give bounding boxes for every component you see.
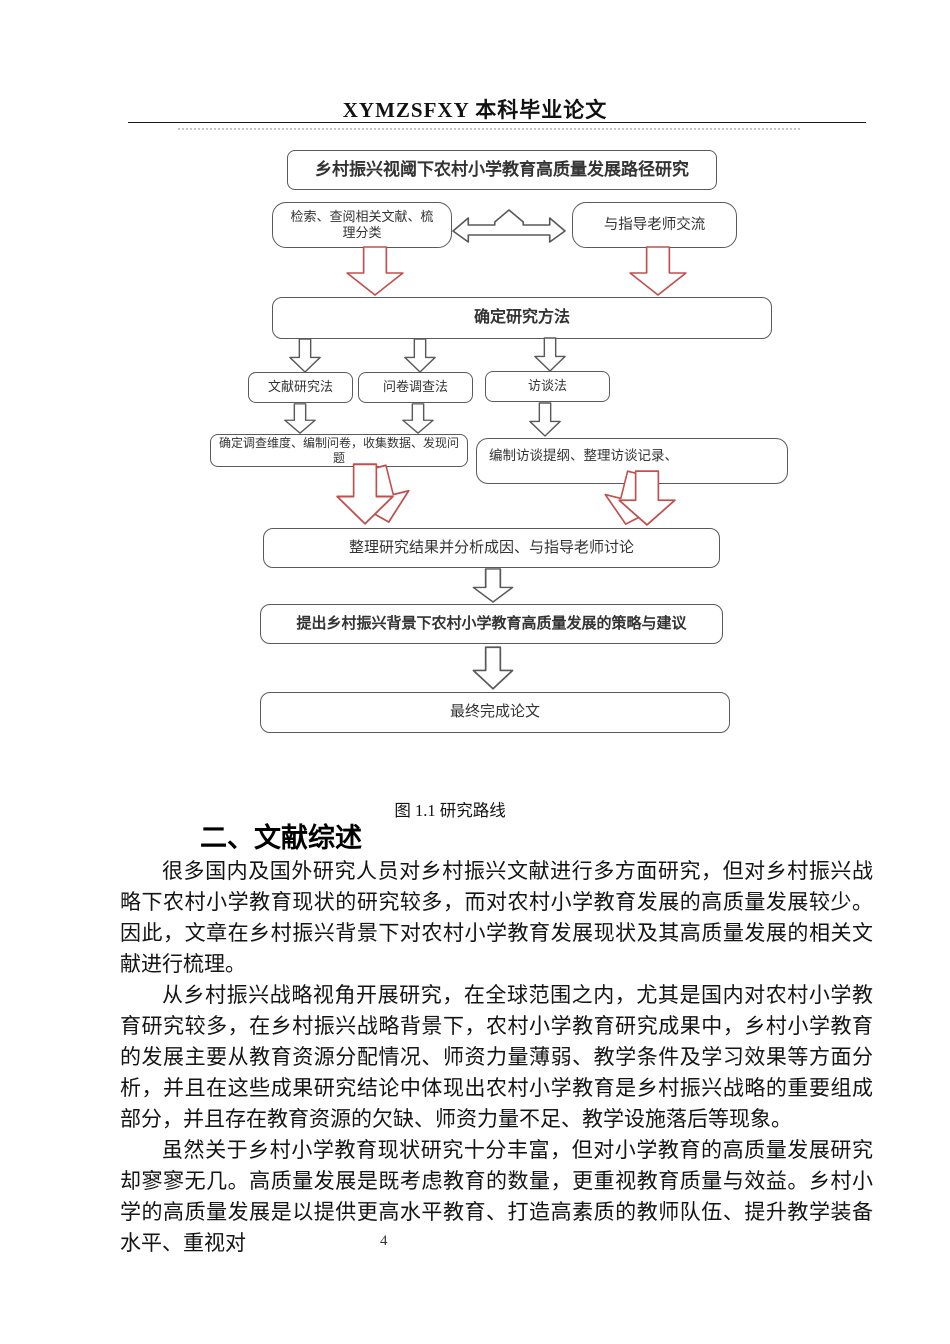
flow-node-finish-thesis: 最终完成论文 [260, 692, 730, 733]
red-down-arrow-path [346, 246, 404, 296]
body-text: 很多国内及国外研究人员对乡村振兴文献进行多方面研究，但对乡村振兴战略下农村小学教… [120, 856, 873, 1259]
gray-down-arrow [283, 403, 317, 434]
double-arrow-path [452, 209, 566, 243]
figure-caption: 图 1.1 研究路线 [394, 801, 506, 820]
flow-node-survey-detail: 确定调查维度、编制问卷，收集数据、发现问题 [210, 434, 468, 467]
double-arrow-connector [452, 207, 566, 243]
gray-down-arrow [403, 338, 437, 373]
gray-down-arrow [401, 403, 435, 434]
page-number: 4 [380, 1233, 388, 1249]
gray-down-arrow-path [289, 338, 321, 373]
gray-down-arrow-path [529, 402, 561, 437]
flow-node-decide-method: 确定研究方法 [272, 297, 772, 339]
gray-down-arrow [471, 568, 515, 603]
flow-node-method-literature: 文献研究法 [248, 372, 353, 403]
red-down-arrow [616, 470, 678, 526]
body-paragraph: 虽然关于乡村小学教育现状研究十分丰富，但对小学教育的高质量发展研究却寥寥无几。高… [120, 1138, 873, 1255]
body-paragraph: 从乡村振兴战略视角开展研究，在全球范围之内，尤其是国内对农村小学教育研究较多，在… [120, 983, 873, 1131]
flow-node-advisor-exchange: 与指导老师交流 [572, 202, 737, 248]
header-rule-dotted [178, 128, 800, 130]
header-rule-solid [128, 122, 866, 123]
body-paragraph: 很多国内及国外研究人员对乡村振兴文献进行多方面研究，但对乡村振兴战略下农村小学教… [120, 859, 873, 976]
flow-node-analyze-results: 整理研究结果并分析成因、与指导老师讨论 [263, 528, 720, 568]
flow-node-method-interview: 访谈法 [485, 371, 610, 402]
page-header-title: XYMZSFXY 本科毕业论文 [342, 98, 608, 122]
red-down-arrow-path [336, 463, 394, 525]
red-down-arrow-path [629, 246, 687, 296]
gray-down-arrow [528, 402, 562, 437]
red-down-arrow-path [618, 470, 676, 526]
flow-node-literature-search: 检索、查阅相关文献、梳理分类 [272, 202, 452, 248]
gray-down-arrow [533, 337, 567, 372]
gray-down-arrow-path [284, 403, 316, 434]
gray-down-arrow [471, 646, 515, 690]
gray-down-arrow [288, 338, 322, 373]
section-heading: 二、文献综述 [200, 823, 362, 853]
gray-down-arrow-path [402, 403, 434, 434]
red-down-arrow [344, 246, 406, 296]
gray-down-arrow-path [534, 337, 566, 372]
flow-node-propose-strategy: 提出乡村振兴背景下农村小学教育高质量发展的策略与建议 [260, 604, 723, 644]
red-down-arrow [627, 246, 689, 296]
gray-down-arrow-path [404, 338, 436, 373]
gray-down-arrow-path [472, 568, 514, 603]
gray-down-arrow-path [472, 646, 514, 690]
flow-node-title: 乡村振兴视阈下农村小学教育高质量发展路径研究 [287, 150, 717, 190]
flow-node-method-survey: 问卷调查法 [358, 372, 473, 403]
red-down-arrow [334, 463, 396, 525]
